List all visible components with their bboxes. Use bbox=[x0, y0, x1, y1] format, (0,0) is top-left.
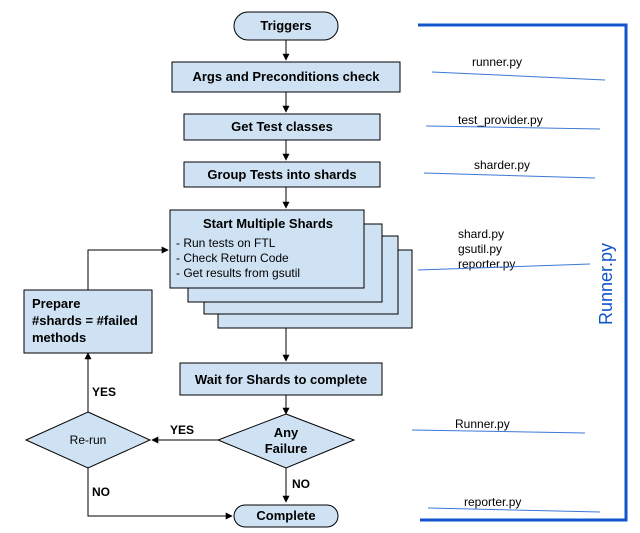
node-complete-label: Complete bbox=[256, 508, 315, 523]
edge-label-failure-no: NO bbox=[292, 477, 310, 491]
file-underline bbox=[411, 429, 586, 434]
node-group-tests-shape bbox=[183, 161, 381, 188]
node-complete-shape bbox=[233, 504, 339, 528]
node-complete: Complete bbox=[233, 504, 339, 528]
node-rerun: Re-run bbox=[24, 411, 152, 469]
node-any-failure-line: Failure bbox=[265, 441, 308, 456]
file-underline bbox=[427, 507, 601, 513]
file-label-sharder: sharder.py bbox=[474, 158, 530, 172]
file-label-runner: runner.py bbox=[472, 55, 522, 69]
node-wait-label: Wait for Shards to complete bbox=[195, 372, 367, 387]
edges bbox=[84, 40, 290, 520]
file-underline bbox=[431, 71, 606, 81]
file-label-runner-wait: Runner.py bbox=[455, 417, 510, 431]
node-args-check: Args and Preconditions check bbox=[171, 61, 401, 93]
node-start-shards-item: - Check Return Code bbox=[176, 251, 289, 265]
node-start-shards-shape bbox=[169, 209, 365, 289]
node-start-shards-title: Start Multiple Shards bbox=[203, 216, 333, 231]
file-label-shard: shard.py bbox=[458, 227, 504, 241]
node-get-test-classes: Get Test classes bbox=[183, 113, 381, 141]
file-annotations: runner.py test_provider.py sharder.py sh… bbox=[411, 55, 606, 513]
node-triggers-label: Triggers bbox=[260, 18, 311, 33]
file-label-reporter: reporter.py bbox=[464, 495, 521, 509]
node-rerun-shape bbox=[24, 411, 152, 469]
module-label: Runner.py bbox=[596, 243, 616, 325]
node-triggers: Triggers bbox=[233, 11, 339, 41]
node-prepare-line: Prepare bbox=[32, 296, 80, 311]
edge-label-rerun-no: NO bbox=[92, 485, 110, 499]
node-get-test-classes-shape bbox=[183, 113, 381, 141]
node-args-check-shape bbox=[171, 61, 401, 93]
node-get-test-classes-label: Get Test classes bbox=[231, 119, 333, 134]
node-group-tests-label: Group Tests into shards bbox=[207, 167, 356, 182]
node-any-failure-line: Any bbox=[274, 425, 299, 440]
node-any-failure-shape bbox=[216, 413, 356, 469]
node-start-shards-item: - Get results from gsutil bbox=[176, 266, 300, 280]
file-underline bbox=[423, 172, 596, 179]
node-start-shards-item: - Run tests on FTL bbox=[176, 236, 276, 250]
file-label-test-provider: test_provider.py bbox=[458, 113, 543, 127]
node-triggers-shape bbox=[233, 11, 339, 41]
file-underline bbox=[417, 263, 591, 271]
file-label-gsutil: gsutil.py bbox=[458, 242, 502, 256]
node-start-shards: Start Multiple Shards - Run tests on FTL… bbox=[169, 209, 413, 329]
node-prepare-line: methods bbox=[32, 330, 86, 345]
file-label-reporter-group: reporter.py bbox=[458, 257, 515, 271]
file-underline bbox=[425, 125, 601, 130]
node-rerun-label: Re-run bbox=[70, 433, 107, 447]
edge-label-failure-yes: YES bbox=[170, 423, 194, 437]
node-args-check-label: Args and Preconditions check bbox=[192, 69, 380, 84]
node-wait-shape bbox=[179, 362, 383, 396]
node-any-failure: Any Failure bbox=[216, 413, 356, 469]
edge-rerun-complete bbox=[87, 468, 233, 520]
edge-prepare-start bbox=[87, 246, 169, 290]
node-prepare: Prepare #shards = #failed methods bbox=[23, 289, 153, 354]
node-prepare-shape bbox=[23, 289, 153, 354]
module-bracket bbox=[418, 23, 628, 522]
node-prepare-line: #shards = #failed bbox=[32, 313, 138, 328]
node-wait: Wait for Shards to complete bbox=[179, 362, 383, 396]
node-group-tests: Group Tests into shards bbox=[183, 161, 381, 188]
edge-label-rerun-yes: YES bbox=[92, 385, 116, 399]
